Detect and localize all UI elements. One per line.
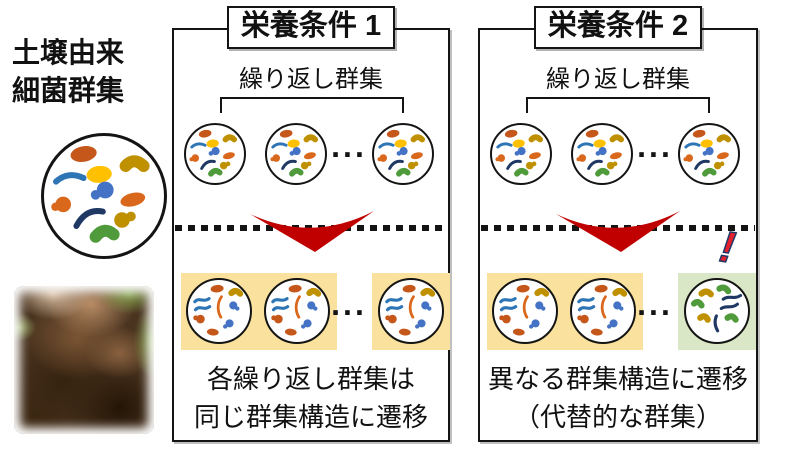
bacteria-community-a-icon (573, 125, 631, 183)
replicate-bracket-1 (220, 97, 404, 113)
alternative-community-circle (684, 278, 750, 344)
result-community-circle (186, 278, 252, 344)
replicate-community-circle (372, 123, 434, 185)
bacteria-community-a-icon (186, 125, 244, 183)
bacteria-community-b-icon (188, 280, 250, 342)
bacteria-community-b-icon (572, 280, 634, 342)
replicate-community-circle (571, 123, 633, 185)
caption-line1: 異なる群集構造に遷移 (487, 364, 748, 394)
replicate-communities-label-2: 繰り返し群集 (546, 66, 690, 93)
panel-2-caption: 異なる群集構造に遷移 （代替的な群集） (480, 360, 756, 436)
ellipsis: ... (331, 286, 367, 322)
result-community-circle (264, 278, 330, 344)
condition-2-header: 栄養条件 2 (534, 6, 702, 49)
bacteria-community-a-icon (374, 125, 432, 183)
result-community-circle (570, 278, 636, 344)
alert-exclamation-icon: ! (716, 221, 740, 273)
ellipsis: ... (637, 286, 673, 322)
bacteria-community-a-icon (267, 125, 325, 183)
caption-line2: （代替的な群集） (513, 402, 722, 432)
result-community-circle (492, 278, 558, 344)
bacteria-community-b-icon (380, 280, 442, 342)
down-arrow-icon (250, 211, 374, 252)
caption-line1: 各繰り返し群集は (206, 364, 415, 394)
bacteria-community-a-icon (680, 125, 738, 183)
down-arrow-icon (556, 211, 680, 252)
bacteria-community-a-icon (44, 136, 164, 256)
source-title-line1: 土壌由来 (12, 37, 125, 68)
panel-1-caption: 各繰り返し群集は 同じ群集構造に遷移 (174, 360, 448, 436)
source-title-line2: 細菌群集 (12, 75, 125, 106)
panel-nutrient-condition-2: 栄養条件 2 繰り返し群集 ... ! ... 異なる群集構 (478, 6, 758, 442)
source-community-circle (41, 133, 167, 259)
replicate-communities-label-1: 繰り返し群集 (239, 66, 383, 93)
replicate-community-circle (184, 123, 246, 185)
bacteria-community-b-icon (266, 280, 328, 342)
ellipsis: ... (637, 128, 673, 164)
caption-line2: 同じ群集構造に遷移 (193, 402, 428, 432)
bacteria-community-b-icon (494, 280, 556, 342)
panel-nutrient-condition-1: 栄養条件 1 繰り返し群集 ... ... 各繰り返し群集は (172, 6, 450, 442)
bacteria-community-c-icon (686, 280, 748, 342)
replicate-community-circle (490, 123, 552, 185)
soil-photo (14, 286, 154, 434)
ellipsis: ... (331, 128, 367, 164)
source-title: 土壌由来 細菌群集 (12, 34, 124, 110)
replicate-bracket-2 (526, 97, 710, 113)
condition-1-header: 栄養条件 1 (227, 6, 395, 49)
result-community-circle (378, 278, 444, 344)
bacteria-community-a-icon (492, 125, 550, 183)
replicate-community-circle (678, 123, 740, 185)
replicate-community-circle (265, 123, 327, 185)
